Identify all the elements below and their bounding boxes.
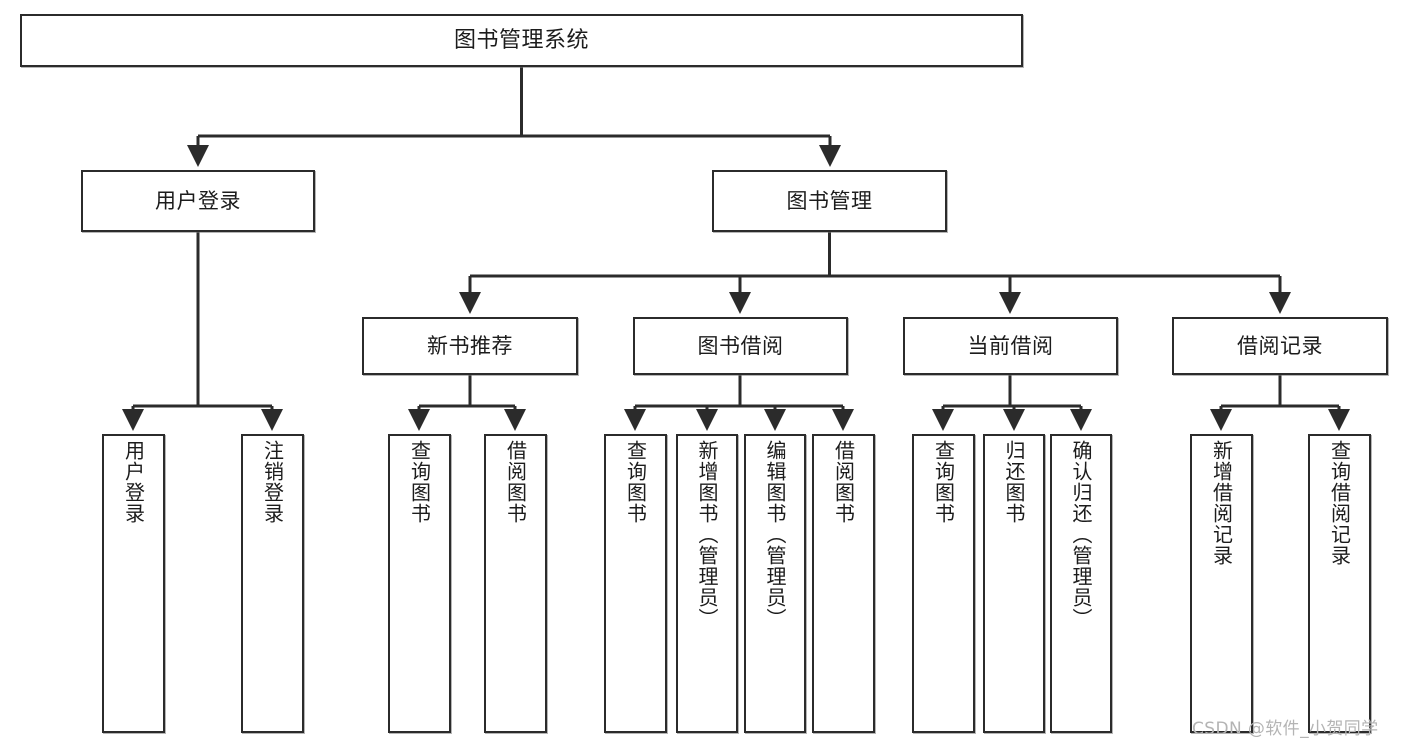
node-leaf-query-book-1[interactable]: 查询图书 bbox=[388, 434, 451, 733]
csdn-watermark: CSDN @软件_小贺同学 bbox=[1192, 719, 1379, 739]
node-leaf-add-record-label: 新增借阅记录 bbox=[1209, 440, 1234, 566]
node-book-borrow-label: 图书借阅 bbox=[697, 333, 784, 358]
node-leaf-borrow-book-1-label: 借阅图书 bbox=[503, 440, 528, 524]
node-book-borrow[interactable]: 图书借阅 bbox=[633, 317, 848, 375]
node-leaf-borrow-book-2-label: 借阅图书 bbox=[831, 440, 856, 524]
node-leaf-query-record[interactable]: 查询借阅记录 bbox=[1308, 434, 1371, 733]
node-leaf-edit-book[interactable]: 编辑图书（管理员） bbox=[744, 434, 806, 733]
node-leaf-borrow-book-2[interactable]: 借阅图书 bbox=[812, 434, 875, 733]
node-leaf-return-book-label: 归还图书 bbox=[1002, 440, 1026, 524]
node-leaf-add-book-label: 新增图书（管理员） bbox=[695, 440, 719, 629]
node-leaf-borrow-book-1[interactable]: 借阅图书 bbox=[484, 434, 547, 733]
node-user-login-label: 用户登录 bbox=[155, 188, 241, 213]
node-borrow-record[interactable]: 借阅记录 bbox=[1172, 317, 1388, 375]
node-root[interactable]: 图书管理系统 bbox=[20, 14, 1023, 67]
node-leaf-user-login-label: 用户登录 bbox=[121, 440, 146, 524]
node-current-borrow[interactable]: 当前借阅 bbox=[903, 317, 1118, 375]
node-current-borrow-label: 当前借阅 bbox=[967, 333, 1054, 358]
node-leaf-query-book-2[interactable]: 查询图书 bbox=[604, 434, 667, 733]
node-leaf-add-book[interactable]: 新增图书（管理员） bbox=[676, 434, 738, 733]
node-user-login[interactable]: 用户登录 bbox=[81, 170, 315, 232]
node-leaf-add-record[interactable]: 新增借阅记录 bbox=[1190, 434, 1253, 733]
node-leaf-logout-label: 注销登录 bbox=[260, 440, 285, 524]
node-leaf-query-book-1-label: 查询图书 bbox=[407, 440, 432, 524]
node-leaf-logout[interactable]: 注销登录 bbox=[241, 434, 304, 733]
node-new-book-rec[interactable]: 新书推荐 bbox=[362, 317, 578, 375]
node-leaf-query-book-3-label: 查询图书 bbox=[931, 440, 956, 524]
node-leaf-query-book-2-label: 查询图书 bbox=[623, 440, 648, 524]
node-new-book-rec-label: 新书推荐 bbox=[427, 333, 513, 358]
node-leaf-query-record-label: 查询借阅记录 bbox=[1327, 440, 1352, 566]
node-book-manage[interactable]: 图书管理 bbox=[712, 170, 947, 232]
node-leaf-user-login[interactable]: 用户登录 bbox=[102, 434, 165, 733]
node-leaf-return-book[interactable]: 归还图书 bbox=[983, 434, 1045, 733]
node-root-label: 图书管理系统 bbox=[453, 27, 589, 53]
node-leaf-confirm-return[interactable]: 确认归还（管理员） bbox=[1050, 434, 1112, 733]
node-leaf-confirm-return-label: 确认归还（管理员） bbox=[1069, 440, 1093, 629]
node-borrow-record-label: 借阅记录 bbox=[1237, 333, 1323, 358]
node-leaf-query-book-3[interactable]: 查询图书 bbox=[912, 434, 975, 733]
node-book-manage-label: 图书管理 bbox=[786, 188, 873, 213]
node-leaf-edit-book-label: 编辑图书（管理员） bbox=[763, 440, 787, 629]
